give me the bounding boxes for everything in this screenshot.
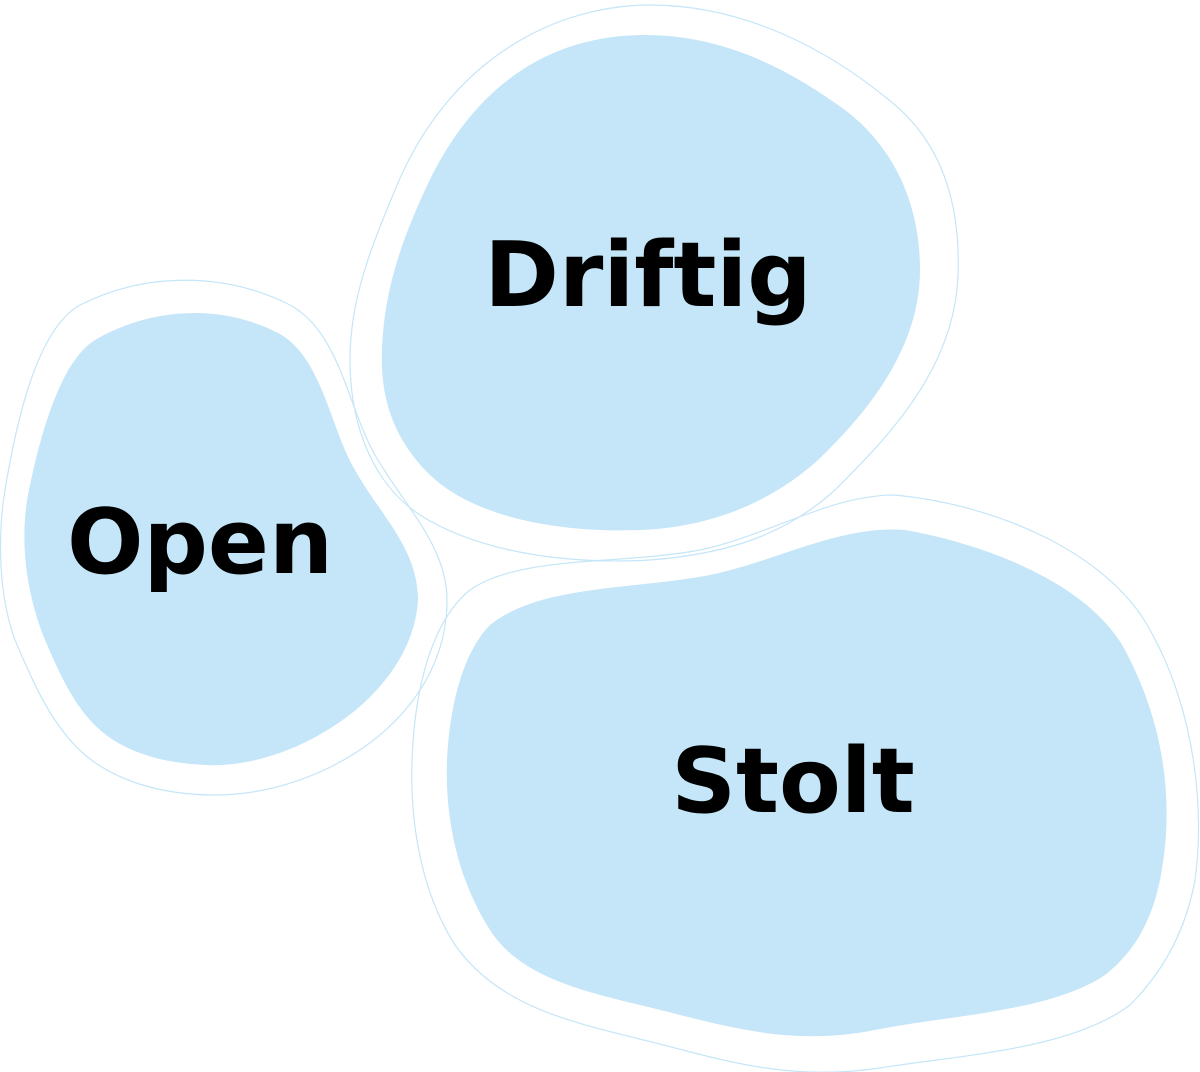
blob-driftig-fill [381,35,920,531]
blob-open: Open [0,279,448,796]
blob-open-label: Open [67,490,333,595]
blob-open-outline [0,279,448,796]
blob-stolt: Stolt [411,494,1200,1072]
blob-open-fill [24,313,418,766]
blob-stolt-outline [411,494,1200,1072]
blob-driftig: Driftig [349,4,959,562]
blob-stolt-label: Stolt [671,729,915,834]
blob-driftig-outline [349,4,959,562]
blob-stolt-fill [446,529,1167,1037]
blob-driftig-label: Driftig [484,223,811,328]
